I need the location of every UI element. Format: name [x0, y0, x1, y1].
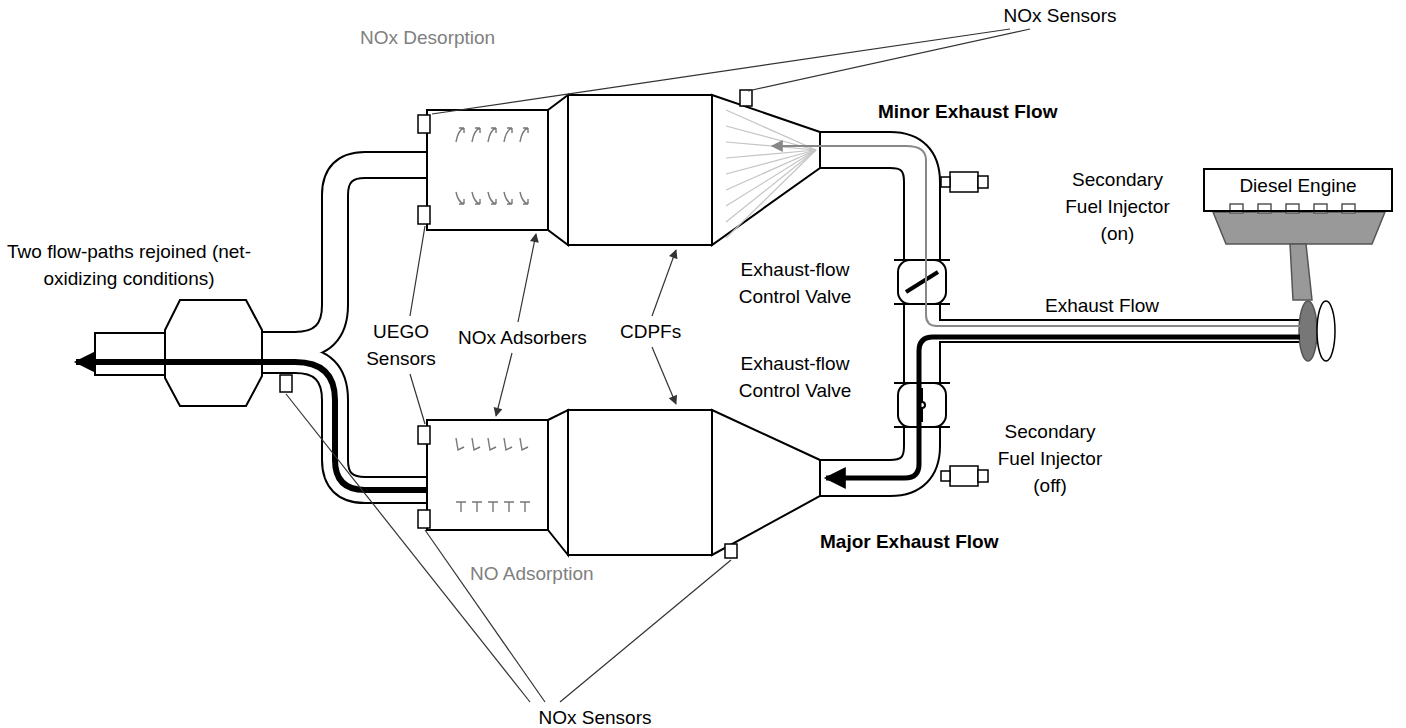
adsorber-stroke	[456, 502, 466, 512]
leader-line	[410, 374, 425, 424]
after-treatment-parts	[95, 95, 820, 555]
valve-body	[898, 260, 946, 304]
exhaust-manifold	[1290, 244, 1312, 300]
pipe-bore	[818, 150, 922, 478]
flow-label: Minor Exhaust Flow	[878, 98, 1088, 125]
adsorber-stroke	[472, 502, 482, 512]
injector-label: Secondary Fuel Injector (on)	[1055, 166, 1180, 247]
valve-body	[898, 383, 946, 427]
nox-adsorber	[427, 110, 548, 230]
leader-line	[425, 530, 545, 702]
desorption-stroke	[504, 128, 512, 142]
sensor-label: UEGO Sensors	[355, 318, 447, 372]
valve-label: Exhaust-flow Control Valve	[720, 350, 870, 404]
leader-line	[286, 394, 530, 702]
node-text: Diesel Engine	[1239, 174, 1356, 198]
sensor-label: NOx Sensors	[990, 2, 1130, 29]
pipe-bore	[260, 165, 429, 345]
flow-label: Major Exhaust Flow	[820, 528, 1030, 555]
final-converter	[165, 300, 262, 406]
pipe-bore	[260, 150, 1307, 490]
fuel-spray	[726, 150, 816, 238]
nox-sensor	[740, 90, 752, 106]
leader-line	[652, 250, 676, 316]
transition-cone	[548, 410, 568, 555]
injector-nozzle	[941, 471, 950, 481]
fuel-spray	[726, 110, 816, 150]
outlet-note: Two flow-paths rejoined (net-oxidizing c…	[4, 238, 254, 292]
engine-block	[1213, 212, 1385, 244]
adsorber-stroke	[472, 192, 480, 204]
adsorber-stroke	[504, 192, 512, 204]
desorption-stroke	[520, 128, 528, 142]
uego-sensor	[418, 206, 430, 224]
fuel-spray	[726, 150, 816, 222]
adsorber-stroke	[456, 192, 464, 204]
adsorption-stroke	[488, 438, 496, 450]
adsorption-stroke	[456, 438, 464, 450]
valve-plate	[906, 272, 938, 292]
injector-body	[950, 466, 978, 486]
leader-line	[652, 347, 676, 404]
transition-cone	[548, 95, 568, 245]
turbocharger	[1299, 301, 1317, 361]
fuel-spray	[726, 150, 816, 206]
process-note: NO Adsorption	[470, 560, 630, 587]
tail-pipe	[95, 333, 165, 375]
desorption-stroke	[472, 128, 480, 142]
part-label: CDPFs	[620, 318, 700, 345]
valve-label: Exhaust-flow Control Valve	[720, 256, 870, 310]
leader-line	[518, 234, 536, 322]
process-note: NOx Desorption	[360, 24, 540, 51]
inlet-cone	[712, 410, 820, 555]
leader-line	[410, 226, 425, 316]
nox-sensor	[418, 115, 430, 133]
flow-arrows	[76, 146, 1300, 490]
injector-cap	[978, 176, 988, 188]
injector-cap	[978, 470, 988, 482]
fuel-spray	[726, 150, 816, 190]
adsorption-stroke	[504, 438, 512, 450]
pipe-bore	[260, 360, 429, 490]
adsorption-stroke	[520, 438, 528, 450]
leader-line	[748, 29, 1030, 91]
injector-nozzle	[941, 177, 950, 187]
adsorber-stroke	[488, 502, 498, 512]
flow-label: Exhaust Flow	[1045, 292, 1195, 319]
nox-sensor	[280, 375, 292, 392]
inlet-cone	[712, 95, 820, 245]
adsorber-stroke	[504, 502, 514, 512]
cdpf	[568, 95, 712, 245]
nox-sensor	[725, 544, 737, 558]
adsorber-stroke	[488, 192, 496, 204]
nox-sensor	[418, 510, 430, 528]
injector-body	[950, 172, 978, 192]
pipe-walls	[262, 150, 1305, 490]
nox-adsorber	[427, 420, 548, 530]
leader-line	[496, 353, 512, 416]
engine-box: Diesel Engine	[1203, 168, 1393, 212]
sensor-label: NOx Sensors	[525, 704, 665, 728]
desorption-stroke	[456, 128, 464, 142]
adsorption-stroke	[472, 438, 480, 450]
cdpf	[568, 410, 712, 555]
fuel-injectors	[941, 172, 988, 486]
adsorber-and-spray-strokes	[456, 110, 816, 512]
part-label: NOx Adsorbers	[458, 324, 613, 351]
adsorber-stroke	[520, 192, 528, 204]
desorption-stroke	[488, 128, 496, 142]
adsorber-stroke	[520, 502, 530, 512]
outlet-flow-arrow	[76, 362, 427, 490]
turbocharger	[1317, 301, 1335, 361]
injector-label: Secondary Fuel Injector (off)	[990, 418, 1110, 499]
leader-lines	[286, 29, 1030, 702]
uego-sensor	[418, 426, 430, 444]
